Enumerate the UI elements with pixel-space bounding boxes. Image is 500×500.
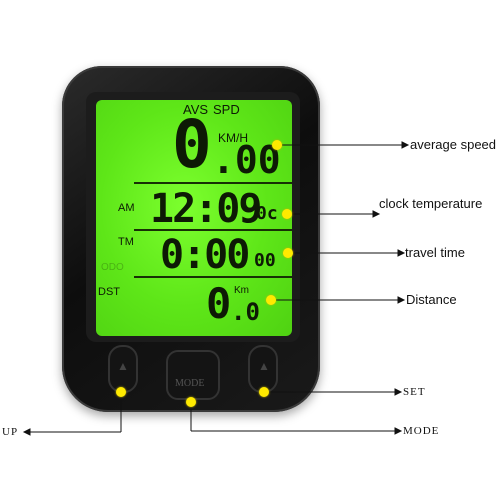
clock-temperature-label: clock temperature [379, 196, 483, 211]
travel-time-label: travel time [405, 245, 465, 260]
clock-suffix: 0c [256, 203, 278, 224]
mode-label: MODE [403, 425, 440, 437]
distance-unit: Km [234, 285, 249, 296]
am-indicator: AM [118, 202, 135, 214]
divider-2 [134, 229, 292, 231]
mode-marker [186, 397, 196, 407]
speed-integer: 0 [172, 106, 212, 183]
travel-time-value: 0:00 [160, 232, 250, 278]
average-speed-label: average speed [410, 137, 497, 152]
distance-marker [266, 295, 276, 305]
set-marker [259, 387, 269, 397]
divider-1 [134, 182, 292, 184]
clock-marker [282, 209, 292, 219]
clock-value: 12:09 [150, 186, 262, 232]
travel-time-marker [283, 248, 293, 258]
set-label: SET [403, 386, 426, 398]
up-marker [116, 387, 126, 397]
lcd-screen [96, 100, 292, 336]
divider-3 [134, 276, 292, 278]
set-mark-icon: ▲ [258, 359, 270, 373]
avg-speed-marker [272, 140, 282, 150]
distance-label: Distance [406, 292, 457, 307]
speed-unit: KM/H [218, 131, 248, 145]
set-button[interactable]: ▲ [248, 345, 278, 393]
tm-indicator: TM [118, 236, 134, 248]
odo-faint-indicator: ODO [101, 262, 124, 273]
travel-time-seconds: 00 [254, 250, 276, 271]
speed-decimal: .00 [212, 138, 281, 182]
distance-integer: 0 [206, 279, 232, 328]
spd-indicator: SPD [213, 102, 240, 117]
up-label: UP [2, 426, 19, 438]
up-arrow-icon: ▲ [117, 359, 129, 373]
distance-decimal: .0 [231, 298, 260, 326]
mode-button-label: MODE [175, 378, 205, 389]
avs-indicator: AVS [183, 102, 209, 117]
dst-indicator: DST [98, 286, 120, 298]
